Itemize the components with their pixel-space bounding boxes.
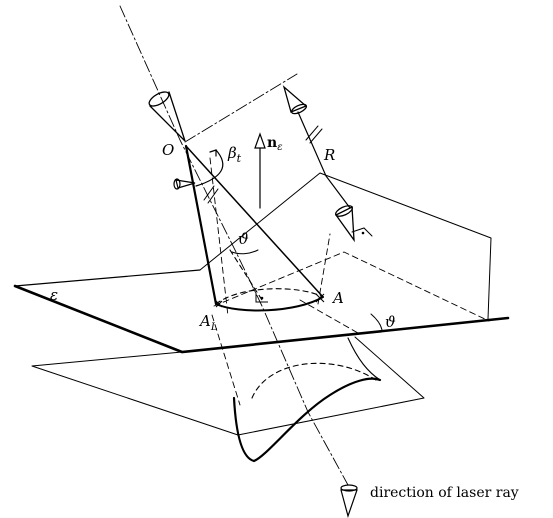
label-AL-main: A xyxy=(198,312,211,330)
beta-arrow-head xyxy=(209,149,217,157)
theta-arc-upper xyxy=(231,249,259,255)
label-A-L: AL xyxy=(198,312,218,333)
small-nozzle-cone xyxy=(175,179,196,189)
thick-plane-left-edge xyxy=(14,269,201,287)
nozzle-cone-base xyxy=(148,91,170,107)
right-angle-dot-R xyxy=(361,231,365,235)
thick-plane-front-edge xyxy=(13,284,510,354)
right-cone-upper-base xyxy=(290,103,308,115)
small-nozzle-base xyxy=(173,178,181,190)
beta-arc xyxy=(195,149,224,187)
label-n-epsilon: nε xyxy=(267,135,283,153)
normal-vector-arrowhead xyxy=(254,132,266,149)
offset-axis-line xyxy=(184,73,298,143)
label-n-main: n xyxy=(267,135,277,151)
label-beta-t: βt xyxy=(227,144,242,165)
right-cone-lower-base xyxy=(335,205,353,217)
laser-direction-arrowhead xyxy=(340,489,358,518)
right-angle-mark-R xyxy=(351,227,373,237)
cone-axis-segment xyxy=(229,249,263,301)
R-distance-line xyxy=(297,111,351,209)
parallel-mark-R xyxy=(305,125,323,144)
cone-base-front xyxy=(215,296,324,312)
label-theta-upper: ϑ xyxy=(238,230,249,248)
right-cone-upper xyxy=(282,85,308,113)
right-cone-lower xyxy=(335,205,355,243)
label-O: O xyxy=(162,141,174,159)
label-beta-sub: t xyxy=(237,152,242,165)
point-AL-cross xyxy=(215,300,223,308)
label-AL-sub: L xyxy=(210,322,218,333)
label-A: A xyxy=(331,289,344,307)
cone-generatrix-left xyxy=(184,144,218,306)
upper-plane xyxy=(199,172,492,320)
construction-lines xyxy=(209,157,490,406)
conic-surface-hidden xyxy=(251,362,377,399)
laser-direction-arrow-base xyxy=(340,484,358,492)
conic-surface-visible xyxy=(232,377,382,463)
lower-plane xyxy=(31,336,425,436)
conic-surface-edge xyxy=(347,337,381,381)
parallel-mark-generatrix xyxy=(203,185,219,204)
theta-arc-right xyxy=(370,313,383,331)
label-epsilon: ε xyxy=(50,286,58,304)
nozzle-cone-sides xyxy=(149,91,186,142)
point-A-cross xyxy=(315,293,325,303)
label-R: R xyxy=(323,146,335,164)
label-n-sub: ε xyxy=(277,142,282,153)
label-theta-right: ϑ xyxy=(385,313,396,331)
caption-laser-direction: direction of laser ray xyxy=(370,485,519,501)
label-beta-main: β xyxy=(227,144,237,162)
right-angle-dot-base xyxy=(260,296,264,300)
cone-base-back xyxy=(215,288,324,305)
right-angle-mark-base xyxy=(255,293,268,303)
cone-generatrix-right xyxy=(185,145,324,298)
laser-axis xyxy=(119,5,349,486)
